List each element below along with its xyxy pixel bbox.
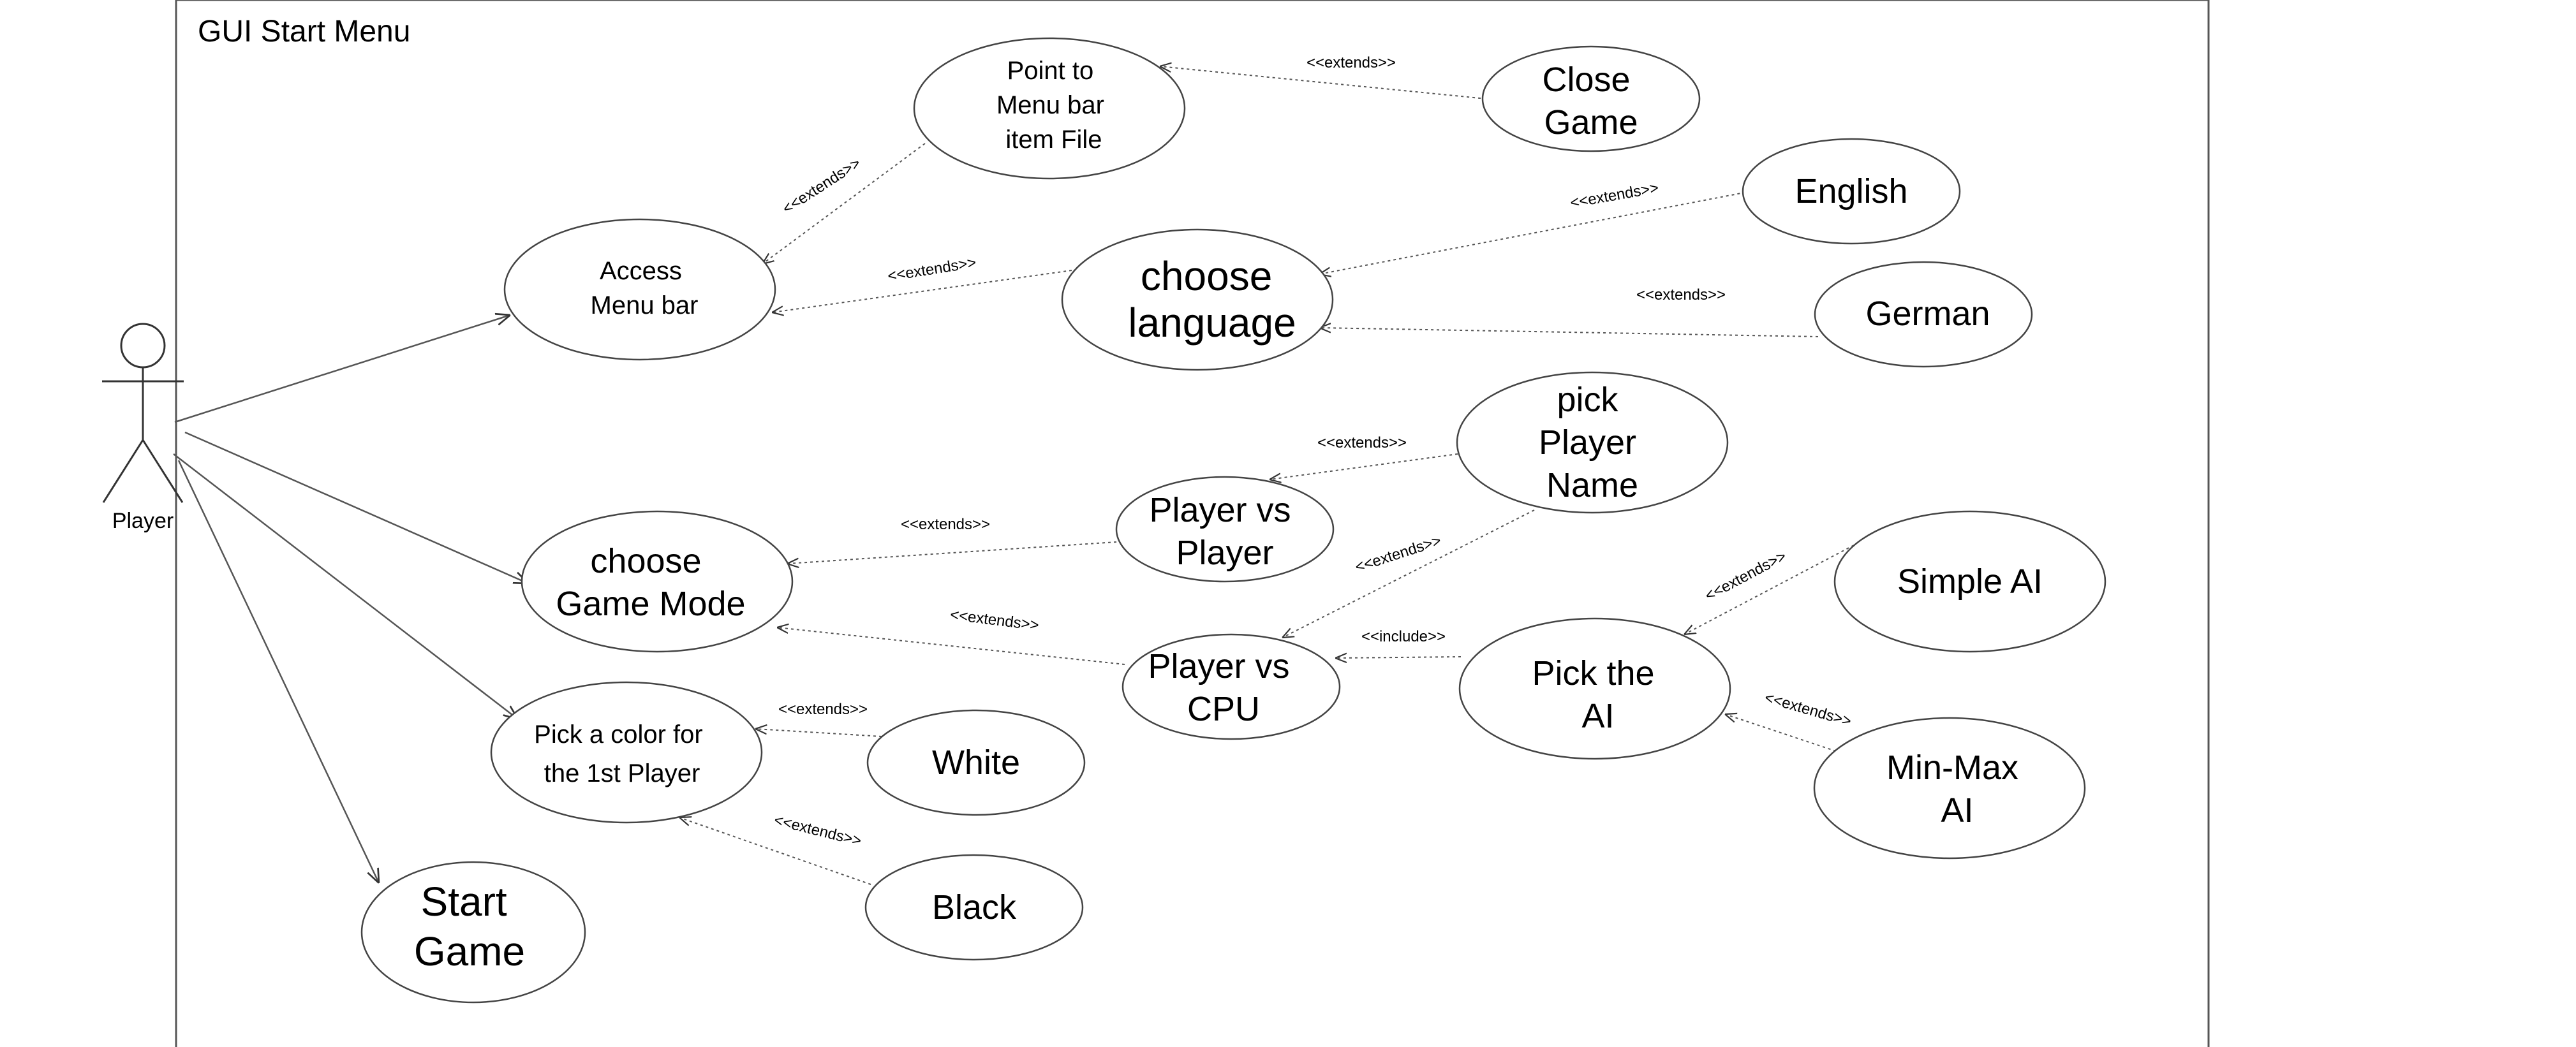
stereo-minmax-ai: <<extends>> — [1763, 689, 1853, 731]
dep-black-to-color — [679, 817, 871, 885]
stereo-close-point: <<extends>> — [1307, 54, 1396, 71]
dep-point-to-access — [762, 143, 926, 264]
label-minmax-ai: Min-Max AI — [1886, 749, 2028, 830]
usecase-access-menu — [503, 218, 776, 361]
usecase-pvc — [1121, 633, 1341, 740]
usecase-point-menu — [913, 37, 1186, 180]
association-start-game — [177, 460, 379, 883]
stereo-german-language: <<extends>> — [1636, 286, 1726, 304]
usecase-pick-name — [1456, 371, 1729, 514]
label-pvp: Player vs Player — [1149, 491, 1300, 572]
label-pick-color: Pick a color for the 1st Player — [534, 721, 710, 787]
system-title: GUI Start Menu — [198, 15, 410, 48]
stereo-black-color: <<extends>> — [773, 812, 863, 850]
dep-english-to-language — [1319, 191, 1752, 274]
label-access-menu: Access Menu bar — [591, 257, 699, 319]
dep-white-to-color — [755, 729, 882, 737]
usecase-choose-mode — [521, 510, 794, 653]
system-boundary — [175, 0, 2210, 1047]
usecase-pick-ai — [1458, 617, 1731, 760]
label-choose-language: choose language — [1128, 253, 1296, 346]
usecase-black — [864, 854, 1084, 961]
actor-player — [102, 323, 184, 503]
usecase-start-game — [360, 861, 586, 1004]
dep-pvc-to-mode — [777, 627, 1125, 665]
stereo-point-access: <<extends>> — [780, 154, 864, 217]
dep-language-to-access — [772, 270, 1072, 312]
stereo-white-color: <<extends>> — [778, 701, 868, 718]
label-pick-ai: Pick the AI — [1532, 654, 1664, 735]
usecase-german — [1814, 261, 2033, 368]
label-german: German — [1865, 295, 1990, 333]
association-access-menu — [174, 315, 510, 423]
usecase-pvp — [1115, 476, 1335, 583]
actor-label: Player — [112, 509, 174, 533]
label-pvc: Player vs CPU — [1148, 647, 1299, 728]
stereo-pvc-mode: <<extends>> — [949, 606, 1040, 634]
usecase-close-game — [1481, 45, 1701, 152]
dep-pvp-to-mode — [787, 541, 1117, 564]
usecase-white — [866, 709, 1086, 816]
stereo-include-ai: <<include>> — [1361, 628, 1446, 645]
usecase-choose-language — [1061, 228, 1334, 371]
label-close-game: Close Game — [1542, 61, 1640, 142]
stereo-english-language: <<extends>> — [1569, 179, 1660, 212]
usecase-minmax-ai — [1813, 717, 2086, 860]
dep-name-to-pvc — [1282, 509, 1535, 638]
usecase-simple-ai — [1833, 510, 2106, 653]
dep-pvc-include-ai — [1335, 657, 1462, 658]
stereo-name-pvp: <<extends>> — [1317, 434, 1407, 451]
label-simple-ai: Simple AI — [1897, 562, 2043, 601]
label-pick-name: pick Player Name — [1539, 381, 1646, 504]
association-pick-color — [173, 453, 518, 719]
label-black: Black — [932, 888, 1017, 926]
label-english: English — [1795, 172, 1907, 210]
dep-minmax-to-ai — [1725, 714, 1837, 752]
stereo-name-pvc: <<extends>> — [1353, 532, 1444, 576]
usecase-english — [1742, 138, 1961, 245]
stereo-language-access: <<extends>> — [887, 254, 978, 285]
usecase-pick-color — [490, 681, 763, 824]
label-start-game: Start Game — [414, 879, 525, 974]
stereo-simple-ai: <<extends>> — [1702, 548, 1789, 605]
label-white: White — [932, 743, 1020, 782]
dep-german-to-language — [1319, 328, 1819, 337]
label-choose-mode: choose Game Mode — [556, 542, 745, 623]
stereo-pvp-mode: <<extends>> — [901, 516, 990, 533]
association-choose-mode — [184, 431, 528, 583]
dep-name-to-pvp — [1269, 453, 1458, 480]
label-point-menu: Point to Menu bar item File — [996, 57, 1111, 154]
